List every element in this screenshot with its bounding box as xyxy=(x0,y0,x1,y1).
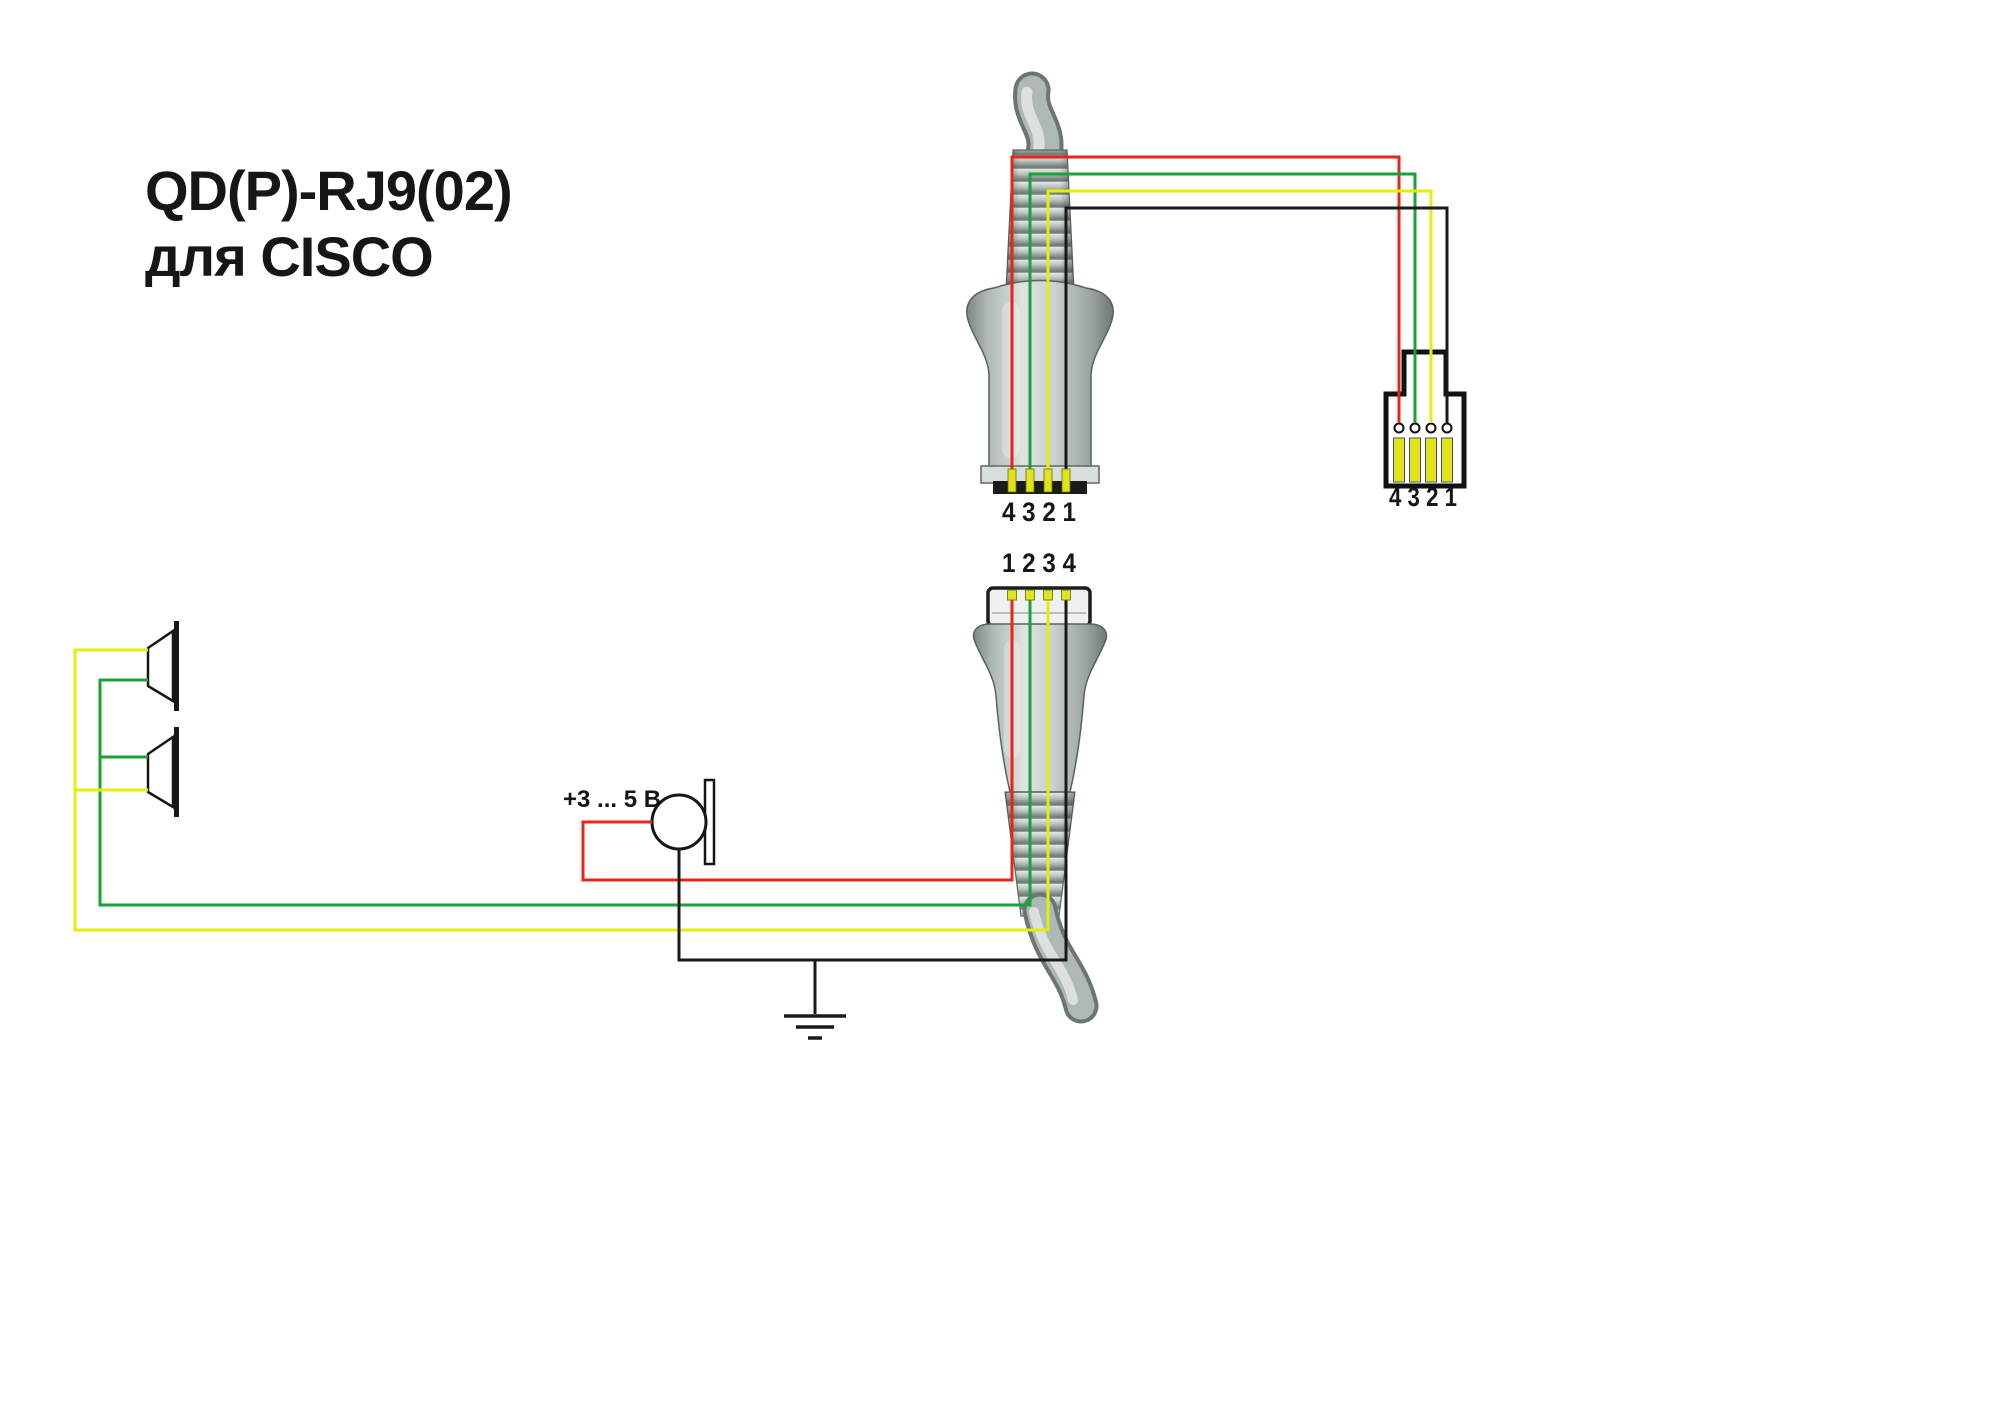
qd-bottom-contacts xyxy=(1007,589,1071,601)
rj9-pin xyxy=(1409,437,1421,483)
wire-yellow-speaker-bus xyxy=(73,596,1050,932)
rj9-contact-dot xyxy=(1393,422,1405,434)
rj9-contact-wires xyxy=(1393,422,1453,434)
qd-contact xyxy=(1043,468,1053,493)
cable-highlight xyxy=(1021,86,1045,162)
wire-black-common xyxy=(677,596,1068,962)
yellow-wires xyxy=(73,189,1433,932)
microphone xyxy=(650,778,716,866)
qd-top-body xyxy=(966,279,1114,469)
qd-connector-bottom xyxy=(972,586,1108,1024)
speaker-cone xyxy=(146,734,175,810)
qd-top-pin-labels: 4 3 2 1 xyxy=(1002,497,1076,527)
rj9-pins xyxy=(1393,437,1453,483)
red-wires xyxy=(581,155,1401,882)
speaker-bottom xyxy=(146,727,179,817)
mic-voltage-label: +3 ... 5 В xyxy=(563,786,661,813)
rj9-connector xyxy=(1383,349,1467,489)
rj9-contact-dot xyxy=(1409,422,1421,434)
rj9-pin xyxy=(1393,437,1405,483)
qd-top-flange xyxy=(980,465,1100,484)
qd-connector-top xyxy=(966,71,1114,494)
rj9-contact-dot xyxy=(1425,422,1437,434)
rj9-pin-labels: 4 3 2 1 xyxy=(1389,482,1457,512)
rj9-pin xyxy=(1425,437,1437,483)
page-title-line2: для CISCO xyxy=(145,225,433,288)
ground-symbol xyxy=(784,1014,846,1040)
qd-bottom-strain-relief xyxy=(1004,791,1076,917)
qd-contact xyxy=(1043,589,1053,601)
qd-contact xyxy=(1007,589,1017,601)
speaker-cone xyxy=(146,628,175,704)
speaker-top xyxy=(146,621,179,711)
strain-relief-shade xyxy=(1006,150,1074,290)
qd-contact xyxy=(1025,468,1035,493)
wire-red-mic-supply xyxy=(581,596,1014,882)
qd-bottom-contact-head xyxy=(986,586,1092,628)
page-title-line1: QD(P)-RJ9(02) xyxy=(145,159,512,222)
wire-green-speaker-bus xyxy=(98,596,1032,907)
green-wires xyxy=(98,172,1417,907)
qd-top-cable xyxy=(1013,71,1064,177)
qd-bottom-pin-labels: 1 2 3 4 xyxy=(1002,548,1076,578)
wire-green-qd-to-rj9 xyxy=(1028,172,1417,476)
qd-contact xyxy=(1061,589,1071,601)
qd-contact xyxy=(1061,468,1071,493)
rj9-pin xyxy=(1441,437,1453,483)
rj9-contact-dot xyxy=(1441,422,1453,434)
qd-top-contacts xyxy=(1007,468,1071,493)
qd-contact xyxy=(1025,589,1035,601)
qd-top-strain-relief xyxy=(1005,149,1075,291)
qd-contact xyxy=(1007,468,1017,493)
wire-black-qd-to-rj9 xyxy=(1064,206,1449,476)
qd-bottom-cable xyxy=(1022,892,1099,1024)
strain-relief-shade xyxy=(1005,792,1075,916)
wire-red-qd-to-rj9 xyxy=(1010,155,1401,476)
qd-top-contact-slot xyxy=(993,481,1087,494)
qd-bottom-body xyxy=(972,623,1108,793)
black-wires xyxy=(677,206,1449,1014)
wire-yellow-qd-to-rj9 xyxy=(1046,189,1433,476)
